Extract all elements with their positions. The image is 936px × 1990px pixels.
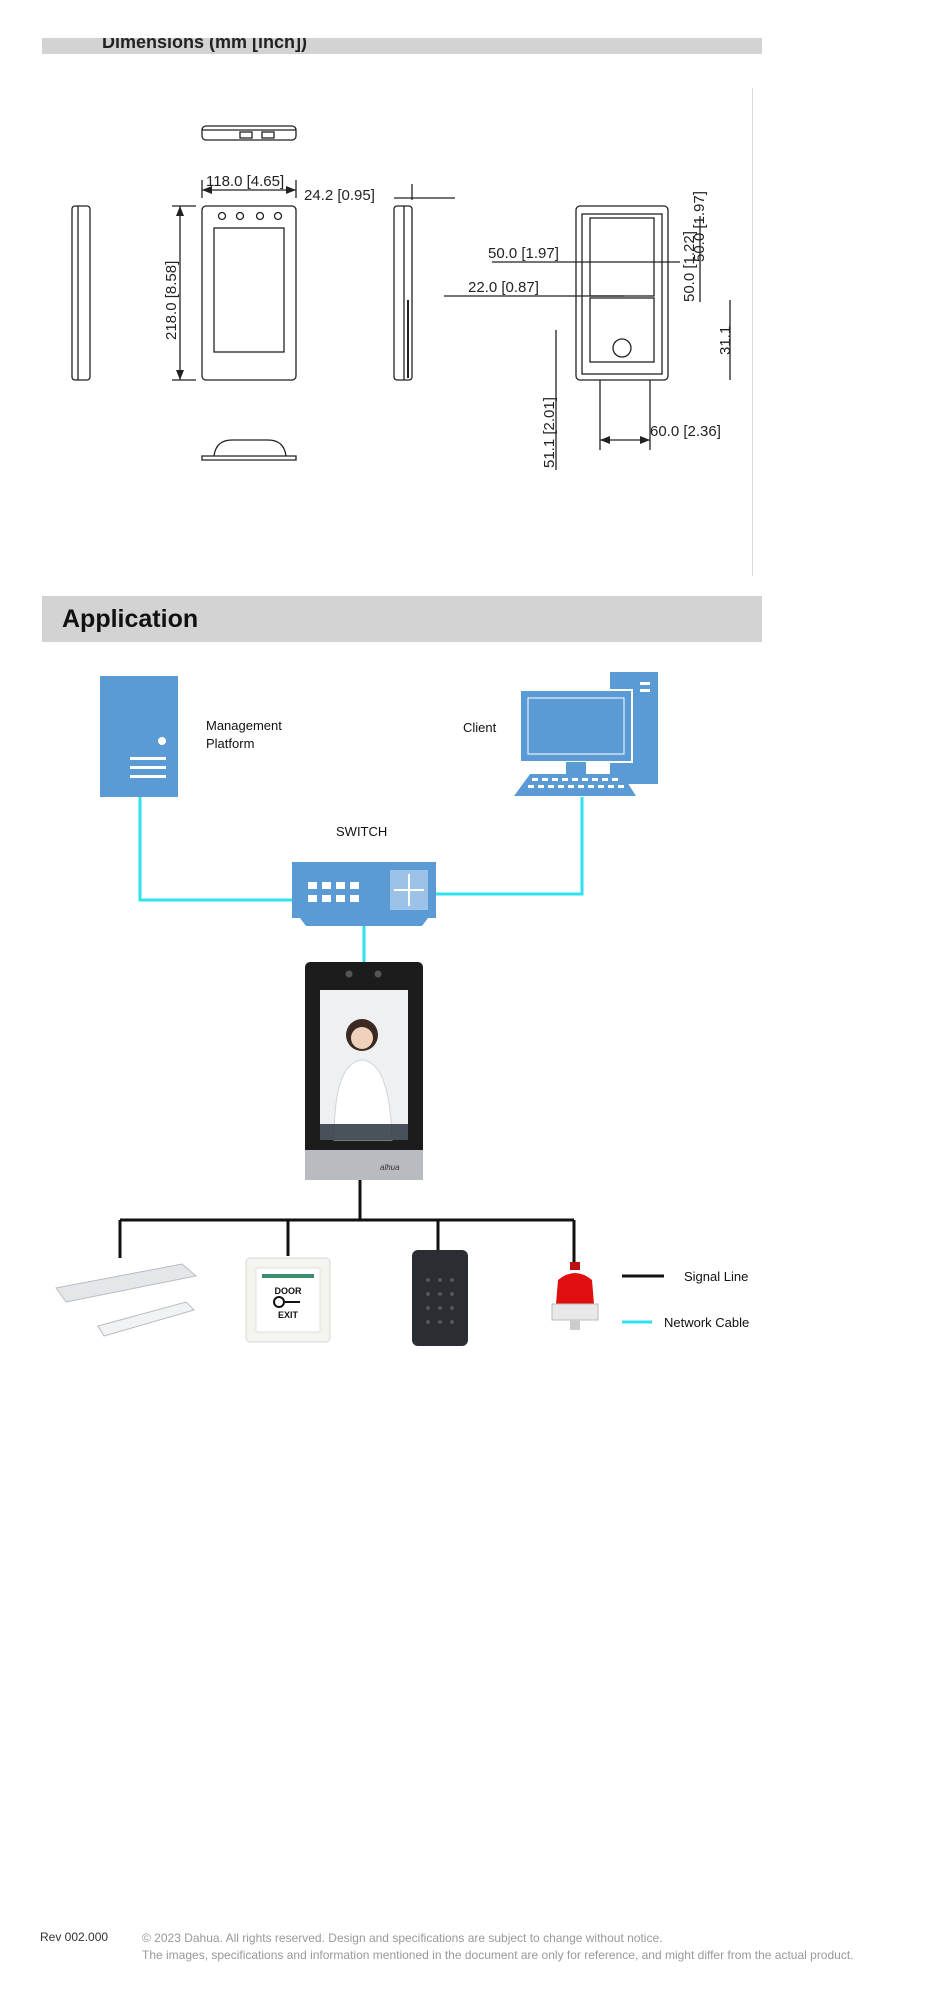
- cable-client-switch: [436, 797, 582, 894]
- access-terminal-icon: [305, 962, 423, 1180]
- front-view-screen: [214, 228, 284, 352]
- exit-button-icon: [246, 1258, 330, 1342]
- management-label-line1: Management: [206, 718, 282, 733]
- application-diagram: Management Platform Client SWITCH: [0, 660, 760, 1380]
- alarm-siren-icon: [552, 1262, 598, 1330]
- drawing-frame-rule: [752, 88, 753, 576]
- bottom-view-outline: [202, 440, 296, 460]
- dimensions-header-title: Dimensions (mm [inch]): [102, 38, 307, 53]
- back-view-grille: [590, 218, 654, 296]
- legend-network-label: Network Cable: [664, 1315, 749, 1330]
- card-reader-icon: [412, 1250, 468, 1346]
- footer-disclaimer: The images, specifications and informati…: [142, 1947, 922, 1964]
- right-side-view: [394, 206, 412, 380]
- dim-left-lower-label: 51.1 [2.01]: [541, 397, 558, 468]
- footer-revision: Rev 002.000: [40, 1930, 108, 1944]
- switch-label: SWITCH: [336, 824, 387, 839]
- client-label: Client: [463, 720, 497, 735]
- footer-legal: © 2023 Dahua. All rights reserved. Desig…: [142, 1930, 922, 1964]
- dim-width-label: 118.0 [4.65]: [206, 173, 284, 190]
- dim-depth-label: 24.2 [0.95]: [304, 187, 375, 204]
- dim-right-mid-label: 50.0 [1.22]: [681, 231, 698, 302]
- dim-right-small-label: 31.1: [717, 326, 734, 355]
- dimensions-header-band: Dimensions (mm [inch]): [42, 38, 762, 54]
- footer-copyright: © 2023 Dahua. All rights reserved. Desig…: [142, 1930, 922, 1947]
- dim-height-label: 218.0 [8.58]: [163, 261, 180, 340]
- dim-bottom-width-label: 60.0 [2.36]: [650, 423, 721, 440]
- client-computer-icon: [514, 672, 658, 796]
- front-view-outline: [202, 206, 296, 380]
- cable-platform-switch: [140, 797, 296, 900]
- switch-icon: [292, 862, 436, 926]
- magnetic-lock-icon: [56, 1264, 196, 1336]
- door-label: DOOR: [275, 1286, 303, 1296]
- management-server-icon: [100, 676, 178, 797]
- dim-hole-offset-label: 50.0 [1.97]: [488, 245, 559, 262]
- terminal-brand-text: alhua: [380, 1163, 400, 1172]
- dim-hole-diameter-label: 22.0 [0.87]: [468, 279, 539, 296]
- dimension-drawing: 118.0 [4.65] 24.2 [0.95] 218.0 [8.58] 50…: [0, 80, 760, 580]
- legend-signal-label: Signal Line: [684, 1269, 748, 1284]
- management-label-line2: Platform: [206, 736, 254, 751]
- exit-label: EXIT: [278, 1310, 299, 1320]
- application-header-band: Application: [42, 596, 762, 642]
- application-title: Application: [62, 605, 198, 634]
- left-side-view: [72, 206, 90, 380]
